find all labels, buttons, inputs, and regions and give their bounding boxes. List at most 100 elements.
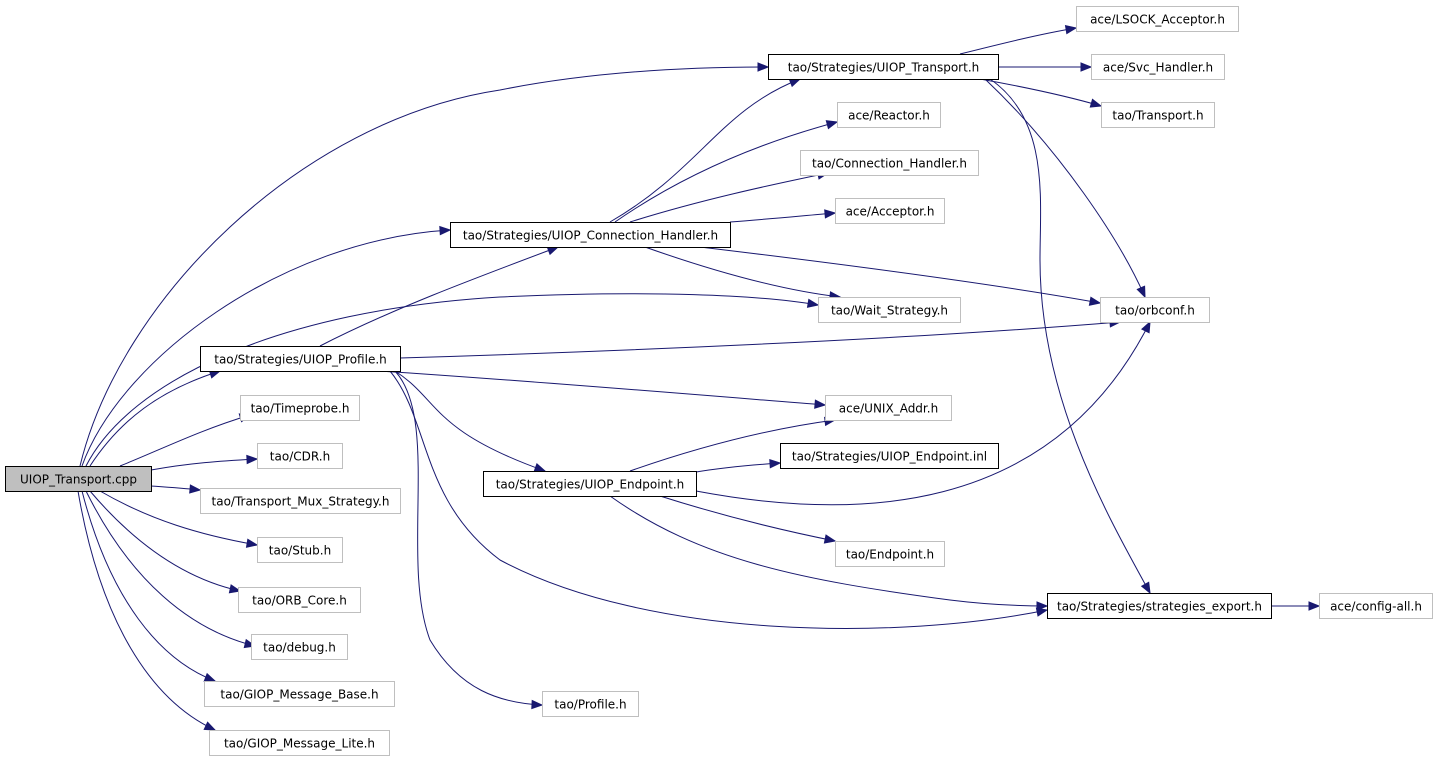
node-box bbox=[483, 471, 697, 497]
edge-line bbox=[695, 321, 1151, 506]
node-label: tao/Wait_Strategy.h bbox=[831, 304, 948, 318]
node-label: tao/Strategies/UIOP_Endpoint.h bbox=[496, 478, 685, 492]
node-orbconf-h[interactable]: tao/orbconf.h bbox=[1100, 297, 1210, 323]
edge-line bbox=[609, 495, 1048, 607]
node-box bbox=[251, 634, 348, 660]
node-uiop-transport-h[interactable]: tao/Strategies/UIOP_Transport.h bbox=[768, 54, 999, 80]
node-label: tao/CDR.h bbox=[270, 450, 330, 464]
edge-uiop_transport_cpp-to-timeprobe_h bbox=[119, 413, 252, 467]
edge-uiop_transport_cpp-to-transport_mux_strategy_h bbox=[150, 484, 202, 494]
node-label: UIOP_Transport.cpp bbox=[20, 473, 137, 487]
node-reactor-h[interactable]: ace/Reactor.h bbox=[837, 102, 941, 128]
node-box bbox=[209, 730, 390, 756]
edge-line bbox=[89, 490, 241, 592]
arrowhead-icon bbox=[203, 672, 217, 682]
arrowhead-icon bbox=[1141, 320, 1151, 334]
node-config-all-h[interactable]: ace/config-all.h bbox=[1319, 593, 1433, 619]
edge-line bbox=[119, 414, 251, 467]
edge-line bbox=[659, 495, 836, 542]
edge-line bbox=[729, 212, 836, 223]
edge-uiop_profile_h-to-profile_h bbox=[394, 370, 544, 710]
arrowhead-icon bbox=[1140, 581, 1151, 595]
node-label: tao/Transport_Mux_Strategy.h bbox=[212, 495, 390, 509]
edge-uiop_endpoint_h-to-strategies_export_h bbox=[609, 495, 1049, 611]
edge-line bbox=[319, 246, 559, 347]
edge-line bbox=[644, 246, 841, 298]
arrowhead-icon bbox=[824, 209, 837, 219]
node-endpoint-h[interactable]: tao/Endpoint.h bbox=[835, 541, 945, 567]
node-wait-strategy-h[interactable]: tao/Wait_Strategy.h bbox=[818, 297, 961, 323]
edge-line bbox=[394, 370, 543, 706]
node-giop-message-lite-h[interactable]: tao/GIOP_Message_Lite.h bbox=[209, 730, 390, 756]
node-uiop-connection-handler-h[interactable]: tao/Strategies/UIOP_Connection_Handler.h bbox=[450, 222, 731, 248]
edge-line bbox=[89, 370, 221, 467]
node-box bbox=[837, 102, 941, 128]
edge-uiop_endpoint_h-to-orbconf_h bbox=[695, 320, 1151, 506]
edge-layer bbox=[77, 25, 1321, 731]
node-box bbox=[1319, 593, 1433, 619]
arrowhead-icon bbox=[814, 399, 827, 409]
node-label: tao/debug.h bbox=[263, 641, 336, 655]
node-box bbox=[825, 395, 952, 421]
node-box bbox=[768, 54, 999, 80]
edge-line bbox=[989, 78, 1151, 594]
arrowhead-icon bbox=[1080, 62, 1093, 72]
node-lsock-acceptor-h[interactable]: ace/LSOCK_Acceptor.h bbox=[1076, 6, 1239, 32]
arrowhead-icon bbox=[531, 699, 544, 710]
node-box bbox=[1091, 54, 1225, 80]
node-label: tao/Strategies/UIOP_Transport.h bbox=[788, 61, 980, 75]
node-acceptor-h[interactable]: ace/Acceptor.h bbox=[835, 198, 945, 224]
node-label: ace/config-all.h bbox=[1330, 600, 1422, 614]
node-label: tao/Strategies/UIOP_Connection_Handler.h bbox=[463, 229, 718, 243]
node-timeprobe-h[interactable]: tao/Timeprobe.h bbox=[240, 395, 360, 421]
node-transport-mux-strategy-h[interactable]: tao/Transport_Mux_Strategy.h bbox=[200, 488, 401, 514]
arrowhead-icon bbox=[1308, 601, 1321, 611]
edge-uiop_profile_h-to-orbconf_h bbox=[399, 318, 1122, 359]
node-orb-core-h[interactable]: tao/ORB_Core.h bbox=[238, 587, 361, 613]
arrowhead-icon bbox=[1035, 607, 1049, 617]
node-transport-h[interactable]: tao/Transport.h bbox=[1101, 102, 1215, 128]
edge-uiop_connection_handler_h-to-wait_strategy_h bbox=[644, 246, 842, 301]
node-label: tao/Timeprobe.h bbox=[251, 402, 350, 416]
node-box bbox=[1100, 297, 1210, 323]
edge-line bbox=[379, 370, 826, 406]
node-uiop-transport-cpp: UIOP_Transport.cpp bbox=[5, 466, 152, 492]
edge-uiop_transport_h-to-strategies_export_h bbox=[989, 78, 1151, 595]
node-unix-addr-h[interactable]: ace/UNIX_Addr.h bbox=[825, 395, 952, 421]
node-strategies-export-h[interactable]: tao/Strategies/strategies_export.h bbox=[1047, 593, 1272, 619]
node-stub-h[interactable]: tao/Stub.h bbox=[257, 537, 343, 563]
arrowhead-icon bbox=[245, 538, 259, 548]
arrowhead-icon bbox=[788, 78, 802, 88]
node-label: tao/Strategies/UIOP_Profile.h bbox=[214, 353, 387, 367]
edge-uiop_transport_cpp-to-stub_h bbox=[99, 490, 259, 548]
node-uiop-endpoint-inl[interactable]: tao/Strategies/UIOP_Endpoint.inl bbox=[780, 443, 999, 469]
node-svc-handler-h[interactable]: ace/Svc_Handler.h bbox=[1091, 54, 1225, 80]
arrowhead-icon bbox=[1064, 25, 1078, 35]
node-box bbox=[1076, 6, 1239, 32]
node-cdr-h[interactable]: tao/CDR.h bbox=[257, 443, 343, 469]
edge-line bbox=[77, 490, 216, 731]
node-label: tao/Strategies/UIOP_Endpoint.inl bbox=[792, 450, 987, 464]
node-label: ace/Reactor.h bbox=[848, 109, 930, 123]
edge-line bbox=[695, 462, 781, 473]
edge-uiop_endpoint_h-to-uiop_endpoint_inl bbox=[695, 458, 782, 473]
node-label: tao/Profile.h bbox=[554, 698, 626, 712]
node-uiop-profile-h[interactable]: tao/Strategies/UIOP_Profile.h bbox=[200, 346, 401, 372]
node-uiop-endpoint-h[interactable]: tao/Strategies/UIOP_Endpoint.h bbox=[483, 471, 697, 497]
node-giop-message-base-h[interactable]: tao/GIOP_Message_Base.h bbox=[204, 681, 395, 707]
node-box bbox=[542, 691, 639, 717]
edge-line bbox=[699, 246, 1101, 304]
edge-line bbox=[629, 172, 829, 223]
node-debug-h[interactable]: tao/debug.h bbox=[251, 634, 348, 660]
node-label: tao/GIOP_Message_Base.h bbox=[220, 688, 378, 702]
node-label: tao/Stub.h bbox=[269, 544, 331, 558]
edge-line bbox=[399, 321, 1121, 359]
node-profile-h[interactable]: tao/Profile.h bbox=[542, 691, 639, 717]
node-box bbox=[5, 466, 152, 492]
edge-uiop_profile_h-to-uiop_connection_handler_h bbox=[319, 246, 560, 347]
node-box bbox=[780, 443, 999, 469]
node-box bbox=[1047, 593, 1272, 619]
node-label: tao/GIOP_Message_Lite.h bbox=[224, 737, 375, 751]
edge-line bbox=[984, 78, 1146, 298]
node-connection-handler-h[interactable]: tao/Connection_Handler.h bbox=[800, 150, 979, 176]
